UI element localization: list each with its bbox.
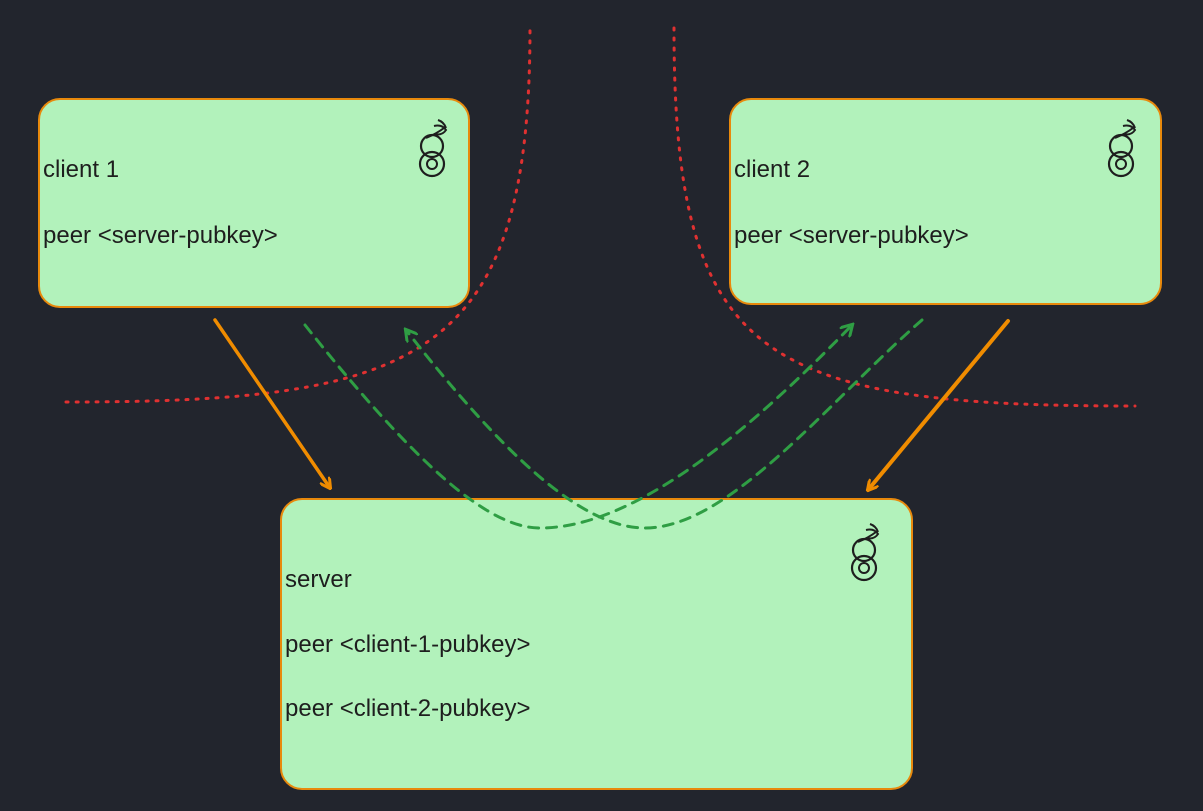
client-1-box: client 1 peer <server-pubkey>	[38, 98, 470, 308]
wireguard-dragon-icon	[850, 523, 880, 582]
client-1-peer: peer <server-pubkey>	[43, 222, 278, 249]
relay-client-2-to-client-1-arrow	[406, 318, 924, 530]
client-1-to-server-arrow	[213, 318, 330, 488]
client-2-box: client 2 peer <server-pubkey>	[729, 98, 1162, 305]
client-1-title: client 1	[43, 156, 120, 183]
server-peer-2: peer <client-2-pubkey>	[285, 695, 531, 722]
wireguard-dragon-icon	[1107, 119, 1137, 178]
server-box: server peer <client-1-pubkey> peer <clie…	[280, 498, 913, 790]
server-title: server	[285, 566, 352, 593]
server-peer-1: peer <client-1-pubkey>	[285, 631, 531, 658]
client-2-peer: peer <server-pubkey>	[734, 222, 969, 249]
wireguard-dragon-icon	[418, 119, 448, 178]
client-2-to-server-arrow	[868, 319, 1010, 490]
client-2-title: client 2	[734, 156, 811, 183]
